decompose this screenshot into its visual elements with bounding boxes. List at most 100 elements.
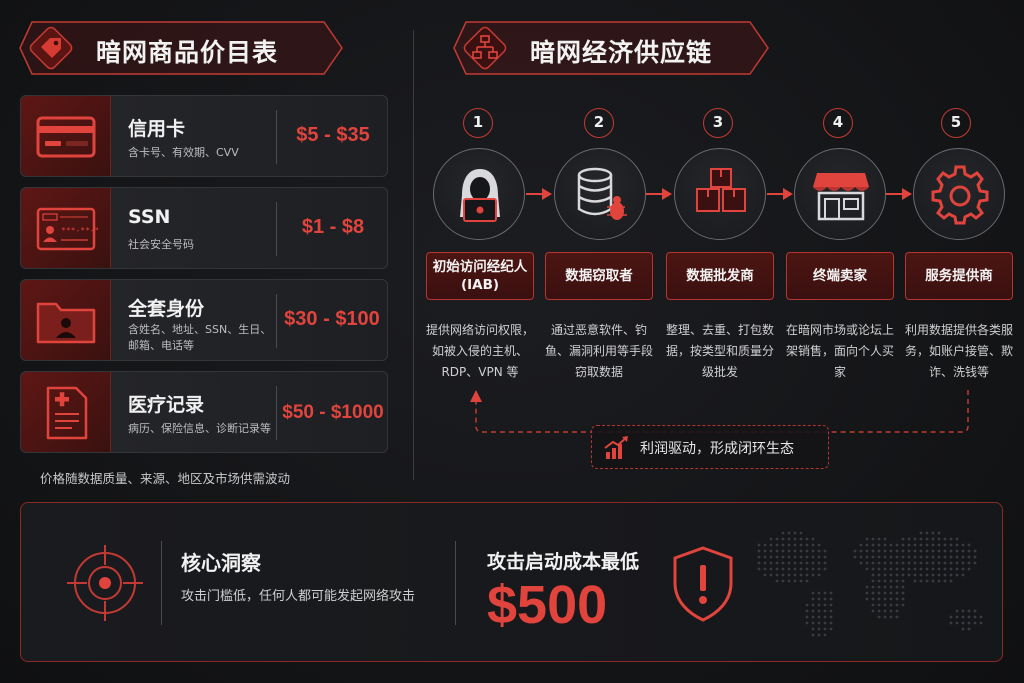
target-icon [67,545,143,621]
map-dot [955,549,959,553]
map-dot [955,573,959,577]
map-dot [889,549,893,553]
map-dot [925,549,929,553]
map-dot [871,591,875,595]
map-dot [811,543,815,547]
item-name: SSN [128,206,171,228]
item-desc: 社会安全号码 [128,238,194,251]
map-dot [877,537,881,541]
map-dot [817,591,821,595]
map-dot [877,549,881,553]
map-dot [811,609,815,613]
map-dot [871,549,875,553]
map-dot [895,585,899,589]
map-dot [955,537,959,541]
map-dot [787,579,791,583]
map-dot [901,573,905,577]
map-dot [811,555,815,559]
map-dot [895,561,899,565]
map-dot [961,549,965,553]
map-dot [925,561,929,565]
panel-divider [455,541,456,625]
map-dot [799,561,803,565]
map-dot [865,585,869,589]
map-dot [811,591,815,595]
map-dot [877,567,881,571]
map-dot [979,615,983,619]
item-price: $30 - $100 [284,308,380,330]
map-dot [871,567,875,571]
map-dot [763,573,767,577]
map-dot [877,609,881,613]
map-dot [901,585,905,589]
map-dot [781,555,785,559]
map-dot [895,603,899,607]
boxes-icon [696,168,746,212]
map-dot [913,543,917,547]
map-dot [805,603,809,607]
map-dot [769,537,773,541]
map-dot [805,537,809,541]
step-desc-wholesaler: 整理、去重、打包数据，按类型和质量分级批发 [665,323,774,379]
map-dot [811,567,815,571]
map-dot [811,621,815,625]
map-dot [805,561,809,565]
map-dot [781,531,785,535]
price-card-medical-record: 医疗记录 病历、保险信息、诊断记录等 $50 - $1000 [20,371,388,453]
map-dot [823,621,827,625]
map-dot [817,561,821,565]
map-dot [793,549,797,553]
map-dot [811,549,815,553]
database-bug-icon [577,167,627,220]
map-dot [781,543,785,547]
map-dot [889,573,893,577]
map-dot [763,555,767,559]
map-dot [889,555,893,559]
item-desc: 含姓名、地址、SSN、生日、邮箱、电话等 [128,323,272,352]
map-dot [937,549,941,553]
map-dot [913,561,917,565]
map-dot [769,573,773,577]
map-dot [883,561,887,565]
map-dot [793,573,797,577]
step-label-service: 服务提供商 [905,252,1013,300]
map-dot [943,549,947,553]
map-dot [763,567,767,571]
svg-text:***-**-****: ***-**-**** [61,226,98,235]
map-dot [781,579,785,583]
item-desc: 含卡号、有效期、CVV [128,146,239,159]
map-dot [775,549,779,553]
map-dot [871,543,875,547]
map-dot [793,543,797,547]
map-dot [895,597,899,601]
map-dot [787,549,791,553]
map-dot [925,573,929,577]
map-dot [895,615,899,619]
map-dot [799,573,803,577]
map-dot [793,561,797,565]
map-dot [919,549,923,553]
map-dot [865,567,869,571]
cost-value: $500 [487,575,608,635]
map-dot [871,597,875,601]
step-number: 5 [941,108,971,138]
map-dot [829,597,833,601]
map-dot [811,615,815,619]
network-hierarchy-icon [463,26,507,70]
map-dot [943,573,947,577]
map-dot [811,573,815,577]
map-dot [895,549,899,553]
map-dot [925,537,929,541]
map-dot [877,561,881,565]
map-dot [901,579,905,583]
map-dot [757,549,761,553]
map-dot [865,549,869,553]
step-desc-vendor: 在暗网市场或论坛上架销售，面向个人买家 [785,323,894,379]
map-dot [877,579,881,583]
map-dot [961,615,965,619]
map-dot [769,549,773,553]
map-dot [931,579,935,583]
map-dot [763,549,767,553]
map-dot [805,621,809,625]
right-panel-title: 暗网经济供应链 [530,38,713,67]
